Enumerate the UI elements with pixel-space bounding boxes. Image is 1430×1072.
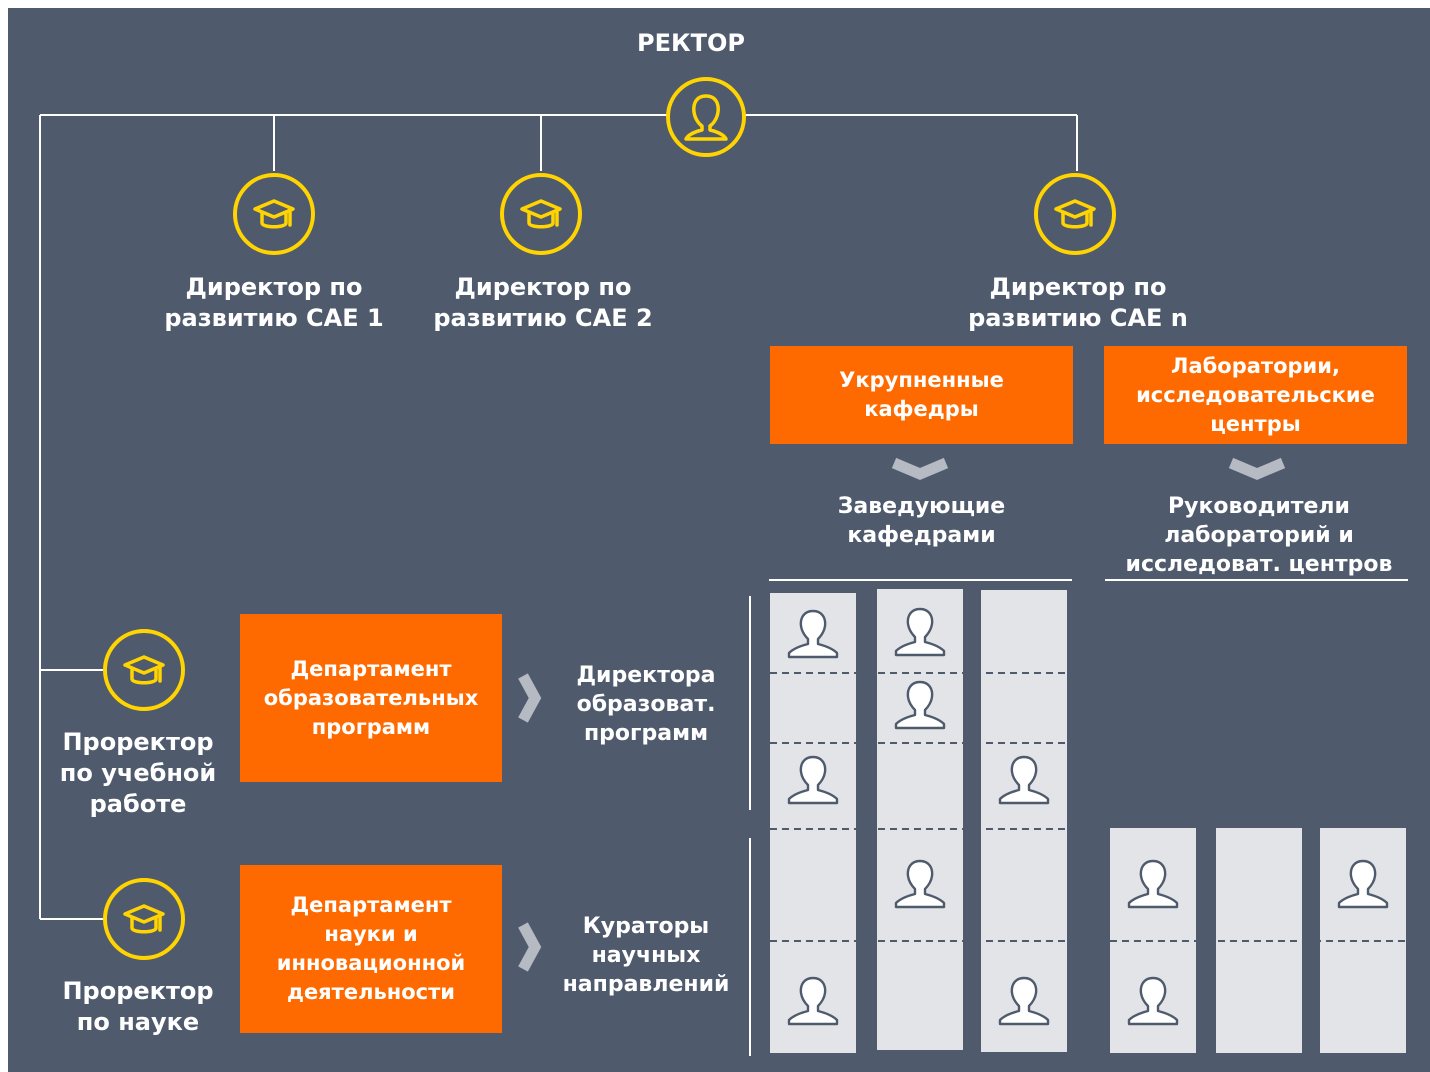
rector-title: РЕКТОР	[637, 29, 745, 57]
vice-rector-science-title: Проректор по науке	[62, 977, 214, 1036]
education-department-box: Департамент образовательных программ	[240, 614, 502, 782]
person-icon	[666, 77, 746, 157]
chair-column-1	[770, 593, 856, 1053]
graduation-cap-icon	[500, 173, 582, 255]
person-outline-icon	[787, 609, 839, 659]
person-outline-icon	[998, 755, 1050, 805]
person-outline-icon	[787, 976, 839, 1026]
chevron-right-icon	[518, 673, 542, 723]
person-outline-icon	[787, 755, 839, 805]
chevron-down-icon	[891, 457, 949, 480]
grid-dividers	[770, 672, 1406, 942]
director-2-label: Директор по развитию САЕ 2	[433, 273, 653, 332]
person-outline-icon	[998, 976, 1050, 1026]
person-outline-icon	[894, 607, 946, 657]
director-n-label: Директор по развитию САЕ n	[968, 273, 1188, 332]
director-1-label: Директор по развитию САЕ 1	[164, 273, 384, 332]
person-outline-icon	[1337, 859, 1389, 909]
person-outline-icon	[894, 859, 946, 909]
vice-rector-education-title: Проректор по учебной работе	[59, 728, 217, 818]
chairs-box: Укрупненные кафедры	[770, 346, 1073, 444]
science-department-box: Департамент науки и инновационной деятел…	[240, 865, 502, 1033]
person-outline-icon	[894, 680, 946, 730]
labs-box: Лаборатории, исследовательские центры	[1104, 346, 1407, 444]
education-role-label: Директора образоват. программ	[576, 663, 716, 746]
chair-column-2	[877, 589, 963, 1050]
chair-column-3	[981, 590, 1067, 1052]
person-outline-icon	[1127, 859, 1179, 909]
chevron-down-icon	[1228, 457, 1286, 480]
graduation-cap-icon	[1034, 173, 1116, 255]
connector-lines	[39, 114, 1408, 1056]
science-role-label: Кураторы научных направлений	[562, 914, 730, 997]
org-chart: РЕКТОР Директор по развитию САЕ 1 Директ…	[8, 8, 1430, 1072]
chevron-right-icon	[518, 922, 542, 972]
lab-heads-label: Руководители лабораторий и исследоват. ц…	[1125, 494, 1393, 577]
chair-heads-label: Заведующие кафедрами	[837, 494, 1006, 548]
graduation-cap-icon	[233, 173, 315, 255]
graduation-cap-icon	[103, 878, 185, 960]
person-outline-icon	[1127, 976, 1179, 1026]
graduation-cap-icon	[103, 629, 185, 711]
